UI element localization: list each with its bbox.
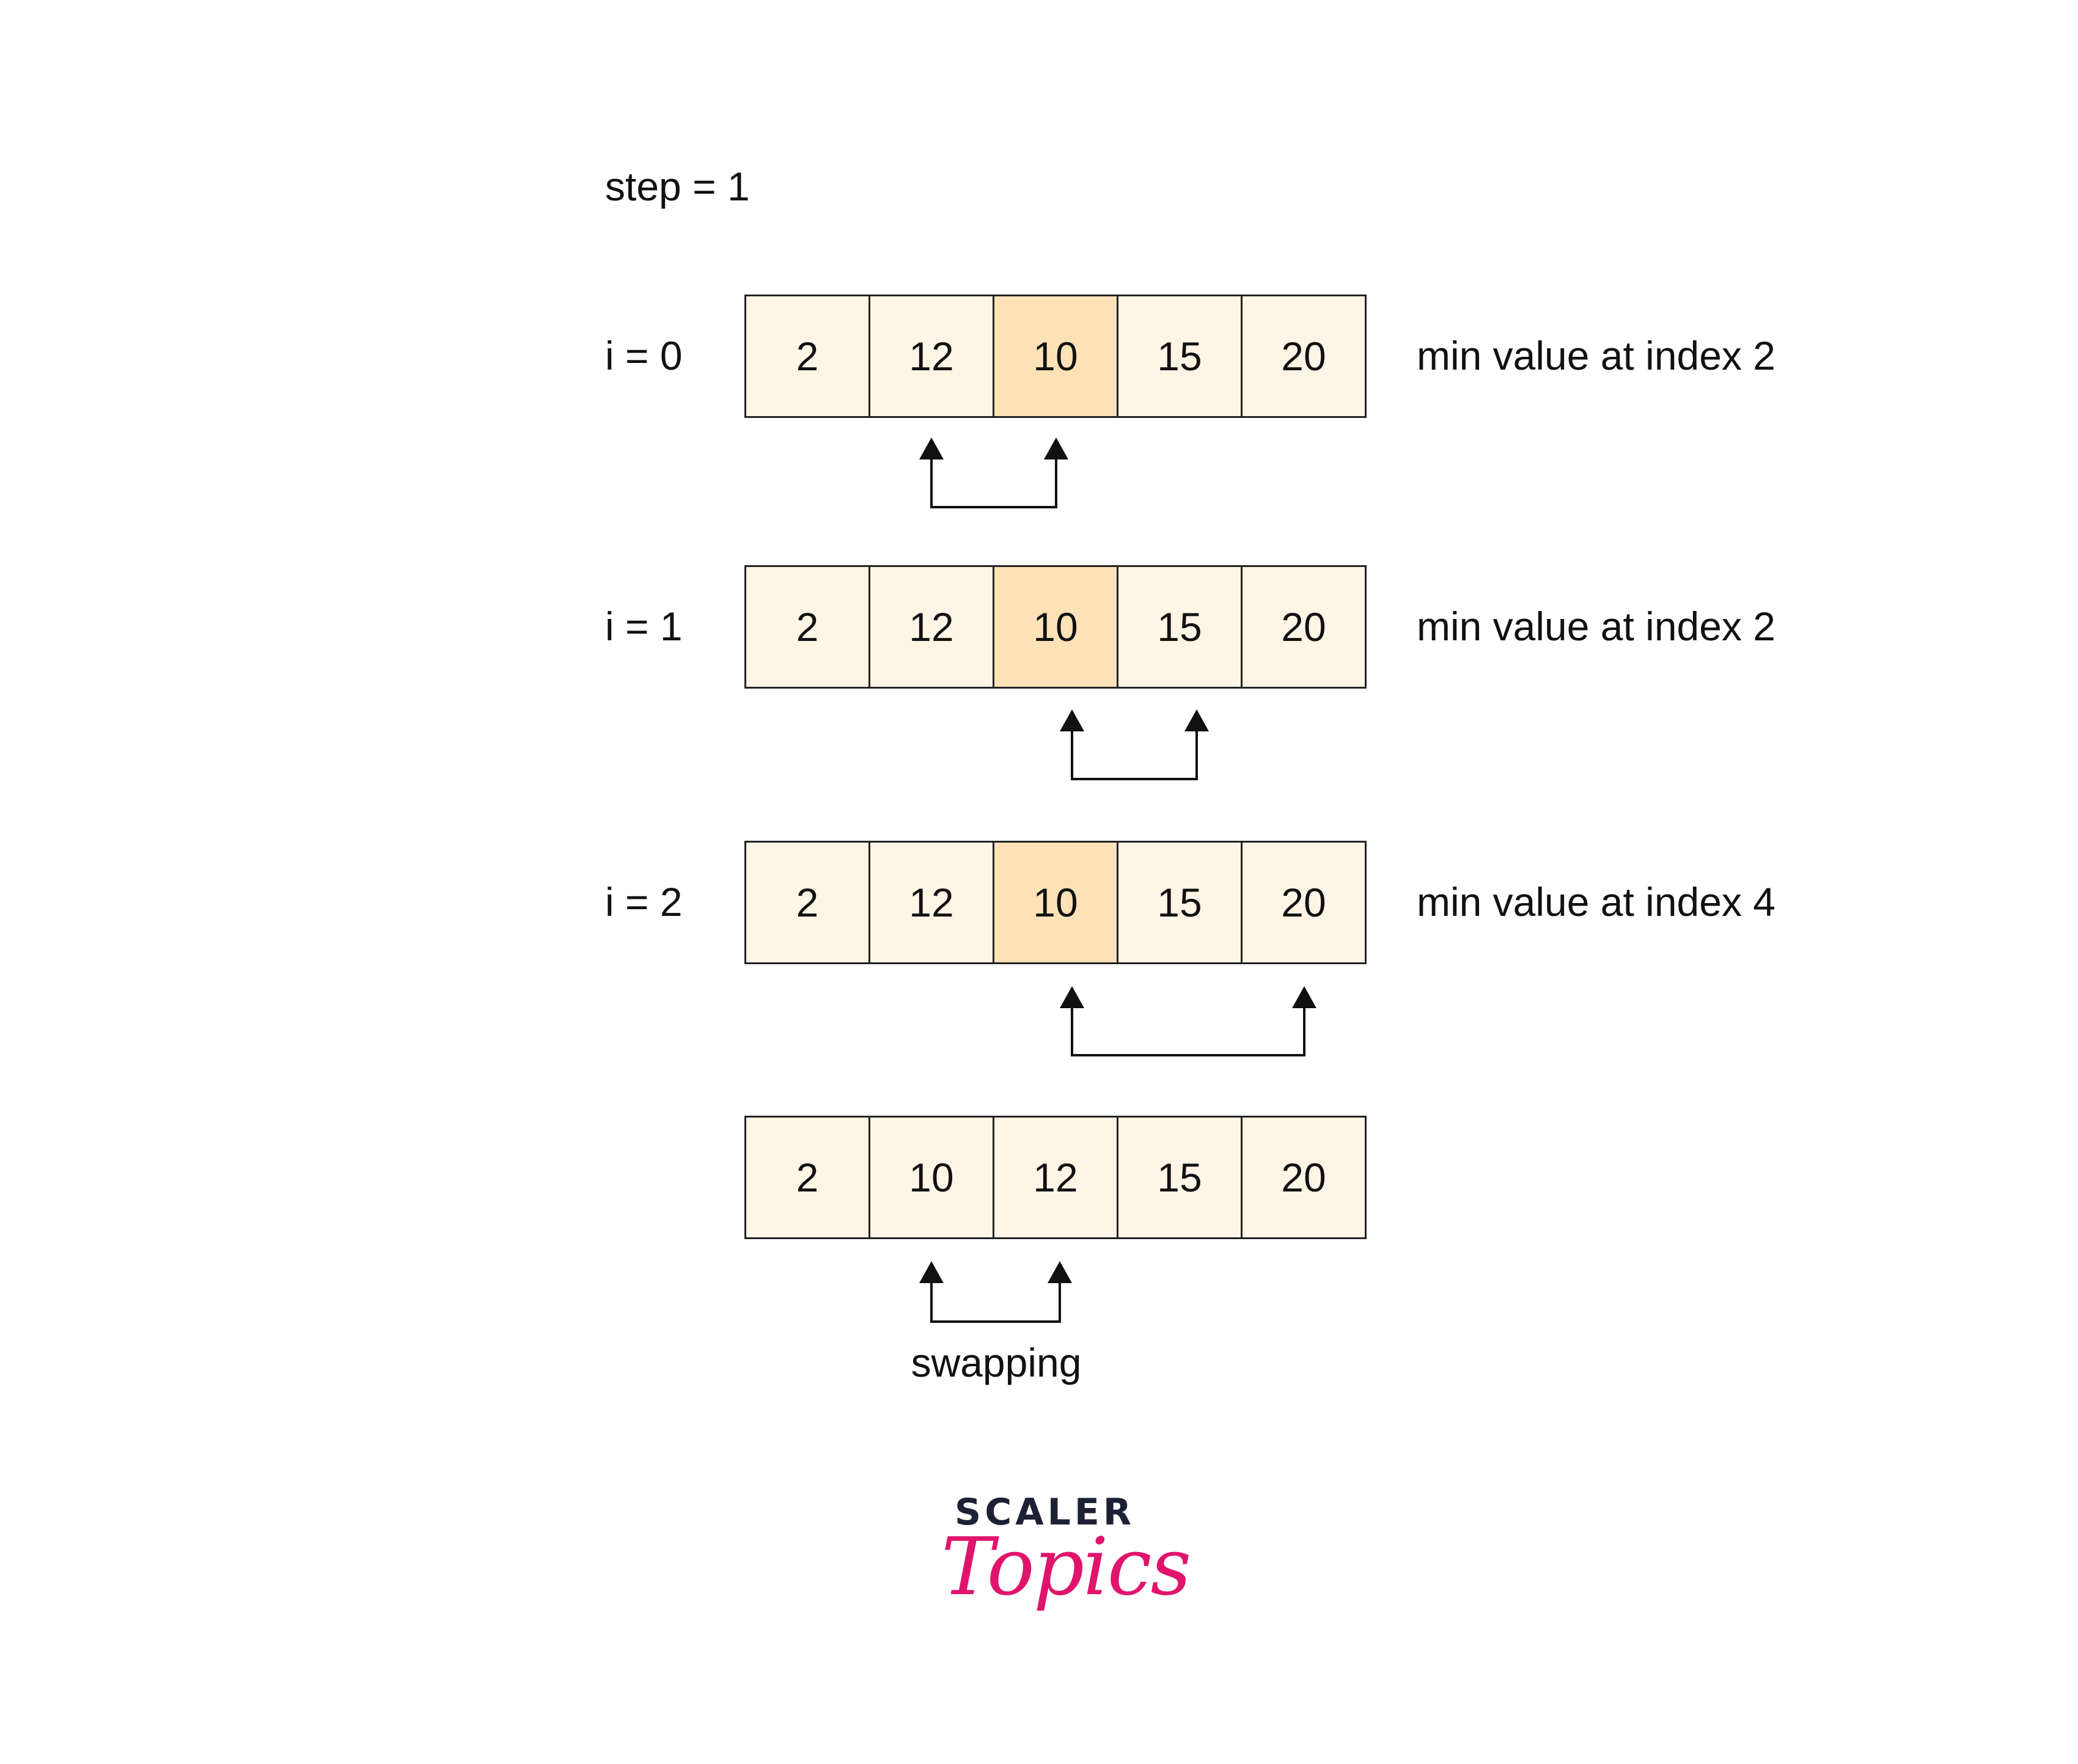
array-cell: 2 [746, 1118, 870, 1237]
array-cell: 15 [1118, 567, 1243, 687]
array-row-1: 2 12 10 15 20 [744, 565, 1367, 689]
row-note-0: min value at index 2 [1417, 333, 1776, 378]
swap-caption: swapping [911, 1340, 1082, 1385]
arrowhead-up-icon [1044, 437, 1068, 459]
array-cell: 2 [746, 567, 870, 687]
scaler-topics-logo: SCALER Topics [941, 1491, 1191, 1674]
array-row-result: 2 10 12 15 20 [744, 1116, 1367, 1239]
row-label-1: i = 1 [605, 604, 683, 649]
array-cell: 20 [1243, 567, 1365, 687]
connector-line [1071, 1007, 1305, 1056]
array-row-2: 2 12 10 15 20 [744, 841, 1367, 964]
array-cell: 12 [994, 1118, 1118, 1237]
row-label-0: i = 0 [605, 333, 683, 378]
row-label-2: i = 2 [605, 879, 683, 924]
logo-bottom-text: Topics [941, 1520, 1191, 1613]
array-cell-highlighted: 10 [994, 843, 1118, 962]
arrowhead-up-icon [1060, 709, 1084, 731]
array-cell: 12 [870, 843, 994, 962]
arrowhead-up-icon [1060, 986, 1084, 1008]
step-label: step = 1 [605, 164, 750, 209]
arrowhead-up-icon [1184, 709, 1209, 731]
array-cell: 15 [1118, 843, 1243, 962]
array-cell-highlighted: 10 [994, 296, 1118, 416]
arrowhead-up-icon [919, 437, 944, 459]
row-note-1: min value at index 2 [1417, 604, 1776, 649]
array-cell: 15 [1118, 296, 1243, 416]
array-cell: 12 [870, 296, 994, 416]
array-cell: 2 [746, 843, 870, 962]
row-note-2: min value at index 4 [1417, 879, 1776, 924]
array-row-0: 2 12 10 15 20 [744, 295, 1367, 418]
connector-line [930, 458, 1057, 508]
array-cell: 15 [1118, 1118, 1243, 1237]
array-cell-highlighted: 10 [994, 567, 1118, 687]
arrowhead-up-icon [919, 1261, 944, 1283]
arrowhead-up-icon [1292, 986, 1316, 1008]
array-cell: 20 [1243, 296, 1365, 416]
array-cell: 20 [1243, 843, 1365, 962]
connector-line [1071, 730, 1198, 780]
arrowhead-up-icon [1048, 1261, 1072, 1283]
logo-top-text: SCALER [955, 1491, 1136, 1534]
array-cell: 10 [870, 1118, 994, 1237]
array-cell: 20 [1243, 1118, 1365, 1237]
array-cell: 2 [746, 296, 870, 416]
array-cell: 12 [870, 567, 994, 687]
connector-line [930, 1282, 1061, 1323]
